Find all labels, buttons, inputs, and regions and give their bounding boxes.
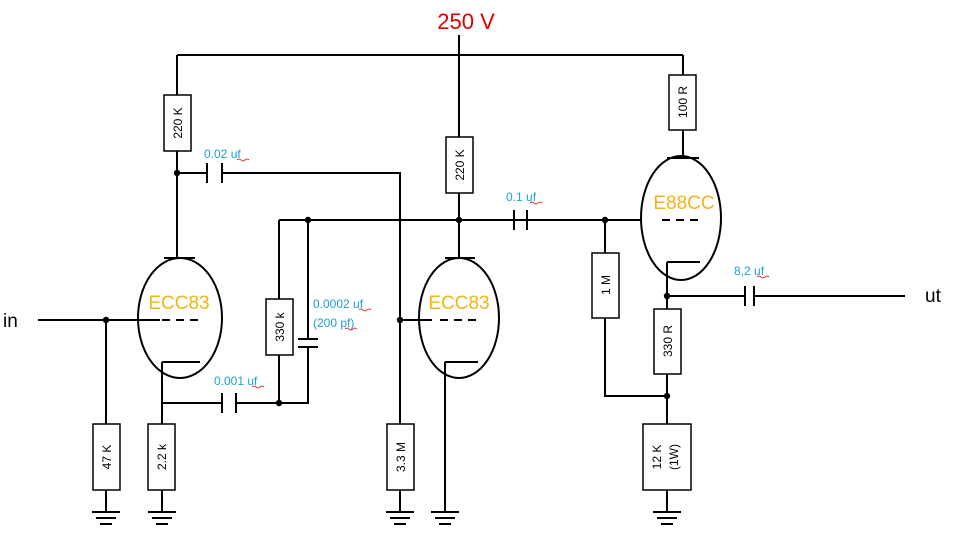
capacitor-8.2uf — [744, 286, 755, 306]
resistor-label: 47 K — [100, 445, 114, 470]
ground-symbol — [431, 511, 459, 525]
capacitor-0.1uf — [513, 210, 528, 230]
input-label: in — [3, 311, 18, 332]
tube-envelope — [640, 155, 722, 281]
tube-envelope — [418, 257, 500, 379]
capacitor-0.001uf — [221, 393, 237, 413]
junction-dot — [173, 169, 181, 177]
junction-dot — [663, 292, 671, 300]
resistor-rating: (1W) — [667, 444, 681, 470]
ground-symbol — [653, 511, 681, 525]
resistor-label: 12 K — [650, 445, 664, 470]
capacitor-label: 0.1 uf — [506, 190, 537, 204]
tube-envelope — [137, 257, 223, 379]
resistor-330k: 330 k — [265, 298, 294, 356]
resistor-3m3: 3.3 M — [386, 423, 415, 491]
capacitor-label: (200 pf) — [313, 316, 354, 330]
junction-dot — [102, 316, 110, 324]
junction-dot — [275, 399, 283, 407]
tube-label: ECC83 — [148, 293, 209, 314]
resistor-220k-v2: 220 K — [445, 136, 474, 194]
output-label: ut — [925, 286, 942, 307]
junction-dot — [601, 216, 609, 224]
ground-symbol — [386, 511, 414, 525]
tube-v3: E88CC — [640, 155, 722, 281]
ground-symbol — [92, 511, 120, 525]
resistor-label: 330 k — [273, 311, 287, 341]
capacitor-label: 8,2 uf — [734, 264, 765, 278]
junction-dot — [455, 216, 463, 224]
tube-label: ECC83 — [428, 293, 489, 314]
junction-dot — [396, 316, 404, 324]
capacitor-symbols — [206, 163, 755, 413]
resistor-label: 100 R — [676, 86, 690, 118]
resistor-label: 330 R — [661, 325, 675, 357]
capacitor-label: 0.0002 uf — [313, 297, 364, 311]
resistor-330r: 330 R — [653, 308, 682, 375]
tube-label: E88CC — [653, 193, 714, 214]
supply-voltage-label: 250 V — [437, 9, 495, 34]
resistor-100r: 100 R — [668, 74, 697, 131]
ground-symbols — [92, 511, 681, 525]
tube-v1: ECC83 — [137, 257, 223, 379]
ground-symbol — [148, 511, 176, 525]
resistor-label: 1 M — [599, 275, 613, 295]
resistor-47k: 47 K — [92, 423, 121, 491]
capacitor-label: 0.001 uf — [214, 374, 258, 388]
wires — [38, 35, 905, 512]
resistor-220k-v1: 220 K — [163, 94, 192, 152]
resistor-12k: 12 K (1W) — [642, 423, 692, 491]
capacitor-0.0002uf — [298, 338, 318, 348]
resistor-label: 2.2 k — [155, 443, 169, 470]
resistor-label: 220 K — [453, 149, 467, 180]
junction-dots — [102, 169, 671, 407]
junction-dot — [663, 392, 671, 400]
capacitor-label: 0.02 uf — [204, 147, 241, 161]
resistor-label: 220 K — [171, 107, 185, 138]
resistor-1m: 1 M — [591, 252, 620, 319]
resistor-2k2: 2.2 k — [147, 423, 176, 491]
capacitor-0.02uf — [206, 163, 223, 183]
resistor-label: 3.3 M — [394, 442, 408, 472]
junction-dot — [304, 216, 312, 224]
tube-v2: ECC83 — [418, 257, 500, 379]
